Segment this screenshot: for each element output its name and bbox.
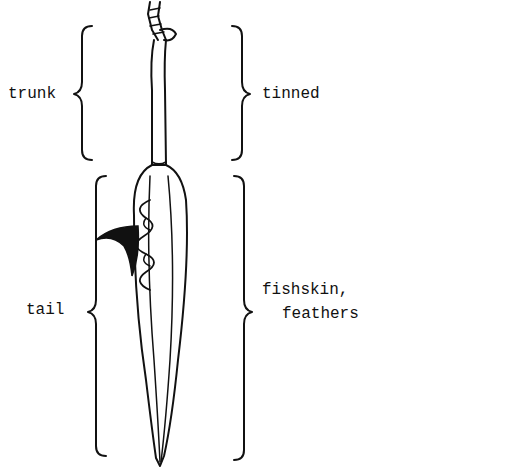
hook-eye <box>160 29 176 41</box>
feather <box>96 226 138 276</box>
part-label: tinned <box>262 82 352 106</box>
part-label: tail <box>26 298 82 322</box>
trunk-outline <box>151 40 154 165</box>
part-label: fishskin, feathers <box>262 278 380 326</box>
binding-loops <box>136 200 154 290</box>
brace <box>74 26 92 160</box>
brace <box>88 176 106 456</box>
brace <box>234 176 252 460</box>
trunk-outline <box>165 40 166 165</box>
tail-outline <box>134 165 187 466</box>
part-label: trunk <box>8 82 72 106</box>
trunk-outline <box>152 162 166 164</box>
binding-loops <box>144 218 150 266</box>
tail-seam <box>161 176 173 462</box>
brace <box>232 26 250 160</box>
tail-seam <box>149 176 160 462</box>
